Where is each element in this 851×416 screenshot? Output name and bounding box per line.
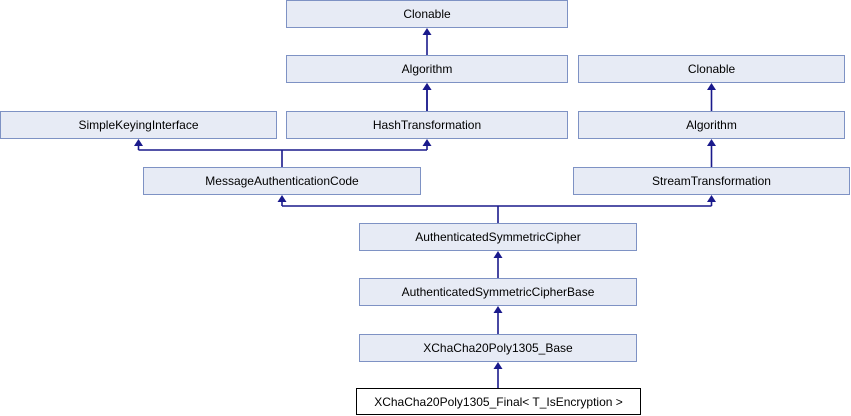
class-node-clonable_right[interactable]: Clonable — [578, 55, 845, 83]
class-node-label: SimpleKeyingInterface — [78, 118, 199, 132]
class-node-hashtransform[interactable]: HashTransformation — [286, 111, 568, 139]
class-node-xchacha_final[interactable]: XChaCha20Poly1305_Final< T_IsEncryption … — [356, 388, 641, 415]
class-node-label: MessageAuthenticationCode — [205, 174, 359, 188]
class-node-label: Clonable — [403, 7, 451, 21]
class-node-label: AuthenticatedSymmetricCipher — [415, 230, 581, 244]
class-node-label: Clonable — [687, 62, 736, 76]
class-node-label: Algorithm — [686, 118, 737, 132]
class-node-authsym[interactable]: AuthenticatedSymmetricCipher — [359, 223, 637, 251]
class-node-label: Algorithm — [401, 62, 453, 76]
class-node-label: AuthenticatedSymmetricCipherBase — [401, 285, 595, 299]
class-node-mac[interactable]: MessageAuthenticationCode — [143, 167, 421, 195]
class-node-xchacha_base[interactable]: XChaCha20Poly1305_Base — [359, 334, 637, 362]
class-node-label: StreamTransformation — [652, 174, 771, 188]
class-node-clonable_top[interactable]: Clonable — [286, 0, 568, 28]
class-node-label: XChaCha20Poly1305_Base — [423, 341, 573, 355]
class-node-algorithm_left[interactable]: Algorithm — [286, 55, 568, 83]
class-node-algorithm_right[interactable]: Algorithm — [578, 111, 845, 139]
class-node-streamtransform[interactable]: StreamTransformation — [573, 167, 850, 195]
class-node-label: XChaCha20Poly1305_Final< T_IsEncryption … — [374, 394, 623, 409]
class-node-label: HashTransformation — [372, 118, 482, 132]
class-node-authsymbase[interactable]: AuthenticatedSymmetricCipherBase — [359, 278, 637, 306]
class-node-simplekeying[interactable]: SimpleKeyingInterface — [0, 111, 277, 139]
